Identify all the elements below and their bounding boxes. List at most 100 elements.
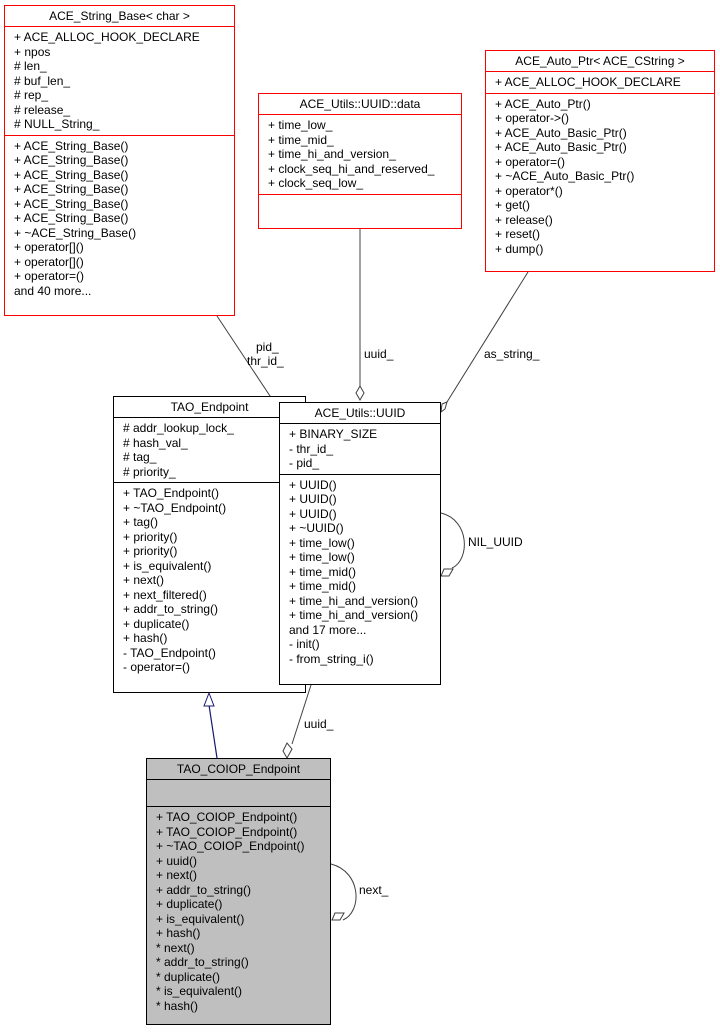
class-tao-coiop-endpoint[interactable]: TAO_COIOP_Endpoint + TAO_COIOP_Endpoint(… — [146, 758, 331, 1025]
attributes-section: + ACE_ALLOC_HOOK_DECLARE — [486, 72, 714, 94]
methods-section — [259, 195, 461, 227]
member-item[interactable]: and 40 more... — [14, 283, 92, 298]
member-item[interactable]: + operator=() — [495, 154, 566, 169]
class-tao-endpoint[interactable]: TAO_Endpoint # addr_lookup_lock_# hash_v… — [113, 396, 306, 693]
member-item[interactable]: + ACE_ALLOC_HOOK_DECLARE — [495, 75, 681, 89]
edge-label-next: next_ — [359, 883, 389, 897]
member-item[interactable]: + operator*() — [495, 183, 563, 198]
member-item[interactable]: + time_mid() — [289, 564, 357, 579]
member-item[interactable]: # addr_lookup_lock_ — [123, 421, 234, 435]
member-item[interactable]: + next_filtered() — [123, 587, 207, 602]
member-item[interactable]: + ~TAO_COIOP_Endpoint() — [156, 839, 305, 853]
member-item[interactable]: + get() — [495, 198, 531, 212]
member-item[interactable]: # len_ — [14, 59, 47, 73]
member-item[interactable]: # rep_ — [14, 88, 49, 102]
member-item[interactable]: + UUID() — [289, 477, 337, 492]
member-item[interactable]: + duplicate() — [156, 897, 223, 911]
edge-as-string — [446, 271, 529, 403]
member-item[interactable]: + clock_seq_low_ — [268, 176, 364, 190]
member-item[interactable]: + hash() — [156, 926, 201, 940]
member-item[interactable]: + ACE_String_Base() — [14, 182, 129, 196]
member-item[interactable]: + UUID() — [289, 492, 337, 506]
member-item[interactable]: # buf_len_ — [14, 73, 71, 88]
member-item[interactable]: + next() — [156, 868, 198, 882]
member-item[interactable]: + ACE_String_Base() — [14, 167, 129, 182]
member-item[interactable]: + TAO_Endpoint() — [123, 486, 219, 500]
member-item[interactable]: - TAO_Endpoint() — [123, 645, 216, 660]
member-item[interactable]: + operator[]() — [14, 254, 84, 269]
member-item[interactable]: + release() — [495, 212, 553, 227]
class-uuid-data[interactable]: ACE_Utils::UUID::data + time_low_+ time_… — [258, 93, 462, 229]
member-item[interactable]: and 17 more... — [289, 622, 367, 637]
member-item[interactable]: + ACE_Auto_Basic_Ptr() — [495, 125, 627, 140]
member-item[interactable]: - thr_id_ — [289, 441, 334, 456]
member-item[interactable]: + ~ACE_String_Base() — [14, 225, 137, 240]
member-item[interactable]: # priority_ — [123, 464, 176, 479]
member-item[interactable]: + ACE_String_Base() — [14, 196, 129, 211]
member-item[interactable]: + time_hi_and_version() — [289, 593, 419, 608]
member-item[interactable]: + addr_to_string() — [123, 602, 219, 616]
class-title: ACE_String_Base< char > — [5, 6, 234, 27]
member-item[interactable]: + operator[]() — [14, 240, 84, 254]
member-item[interactable]: + dump() — [495, 241, 544, 256]
member-item[interactable]: # NULL_String_ — [14, 117, 100, 131]
member-item[interactable]: - pid_ — [289, 456, 320, 470]
member-item[interactable]: + ACE_ALLOC_HOOK_DECLARE — [14, 30, 200, 44]
member-item[interactable]: + ~ACE_Auto_Basic_Ptr() — [495, 169, 635, 183]
member-item[interactable]: + priority() — [123, 529, 178, 544]
member-item[interactable]: + time_low() — [289, 550, 355, 564]
member-item[interactable]: + time_hi_and_version() — [289, 608, 419, 622]
member-item[interactable]: + BINARY_SIZE — [289, 427, 378, 441]
edge-uuid-coiop — [291, 684, 312, 745]
member-item[interactable]: + time_mid() — [289, 579, 357, 593]
member-item[interactable]: + ACE_String_Base() — [14, 138, 129, 153]
member-item[interactable]: + addr_to_string() — [156, 882, 252, 897]
member-item[interactable]: + npos — [14, 44, 51, 59]
member-item[interactable]: + reset() — [495, 227, 541, 241]
member-item[interactable]: - operator=() — [123, 660, 191, 674]
class-ace-auto-ptr[interactable]: ACE_Auto_Ptr< ACE_CString > + ACE_ALLOC_… — [485, 50, 715, 272]
member-item[interactable]: + operator->() — [495, 111, 570, 125]
class-ace-utils-uuid[interactable]: ACE_Utils::UUID + BINARY_SIZE- thr_id_- … — [279, 402, 441, 685]
member-item[interactable]: + time_mid_ — [268, 132, 334, 147]
member-item[interactable]: * is_equivalent() — [156, 984, 243, 998]
edge-label-thr-id: thr_id_ — [247, 354, 284, 368]
member-item[interactable]: + TAO_COIOP_Endpoint() — [156, 824, 298, 839]
member-item[interactable]: + is_equivalent() — [156, 911, 245, 926]
member-item[interactable]: * addr_to_string() — [156, 955, 249, 969]
member-item[interactable]: + ~TAO_Endpoint() — [123, 500, 227, 515]
member-item[interactable]: + uuid() — [156, 853, 198, 868]
member-item[interactable]: + clock_seq_hi_and_reserved_ — [268, 161, 435, 176]
member-item[interactable]: * next() — [156, 940, 195, 955]
member-item[interactable]: + is_equivalent() — [123, 558, 212, 573]
class-ace-string-base[interactable]: ACE_String_Base< char > + ACE_ALLOC_HOOK… — [4, 5, 235, 316]
attributes-section: # addr_lookup_lock_# hash_val_# tag_# pr… — [114, 418, 305, 483]
member-item[interactable]: + time_low() — [289, 535, 355, 550]
member-item[interactable]: # tag_ — [123, 450, 157, 464]
member-item[interactable]: + ~UUID() — [289, 521, 344, 535]
member-item[interactable]: - from_string_i() — [289, 651, 374, 666]
member-item[interactable]: + duplicate() — [123, 616, 190, 631]
attributes-section: + ACE_ALLOC_HOOK_DECLARE+ npos# len_# bu… — [5, 27, 234, 136]
member-item[interactable]: + ACE_String_Base() — [14, 211, 129, 225]
member-item[interactable]: + TAO_COIOP_Endpoint() — [156, 810, 298, 824]
member-item[interactable]: # release_ — [14, 102, 71, 117]
member-item[interactable]: - init() — [289, 637, 320, 651]
member-item[interactable]: + hash() — [123, 631, 168, 645]
class-title: TAO_Endpoint — [114, 397, 305, 418]
member-item[interactable]: + operator=() — [14, 269, 85, 283]
member-item[interactable]: + ACE_Auto_Ptr() — [495, 96, 591, 111]
member-item[interactable]: + ACE_Auto_Basic_Ptr() — [495, 140, 627, 154]
member-item[interactable]: * duplicate() — [156, 969, 221, 984]
member-item[interactable]: * hash() — [156, 998, 199, 1013]
member-item[interactable]: + next() — [123, 573, 165, 587]
aggregation-diamond-icon — [355, 384, 365, 402]
member-item[interactable]: + UUID() — [289, 506, 337, 521]
member-item[interactable]: + ACE_String_Base() — [14, 153, 129, 167]
aggregation-diamond-icon — [440, 401, 448, 414]
member-item[interactable]: + priority() — [123, 544, 178, 558]
member-item[interactable]: + time_low_ — [268, 118, 333, 132]
member-item[interactable]: + time_hi_and_version_ — [268, 147, 396, 161]
member-item[interactable]: # hash_val_ — [123, 435, 188, 450]
member-item[interactable]: + tag() — [123, 515, 159, 529]
